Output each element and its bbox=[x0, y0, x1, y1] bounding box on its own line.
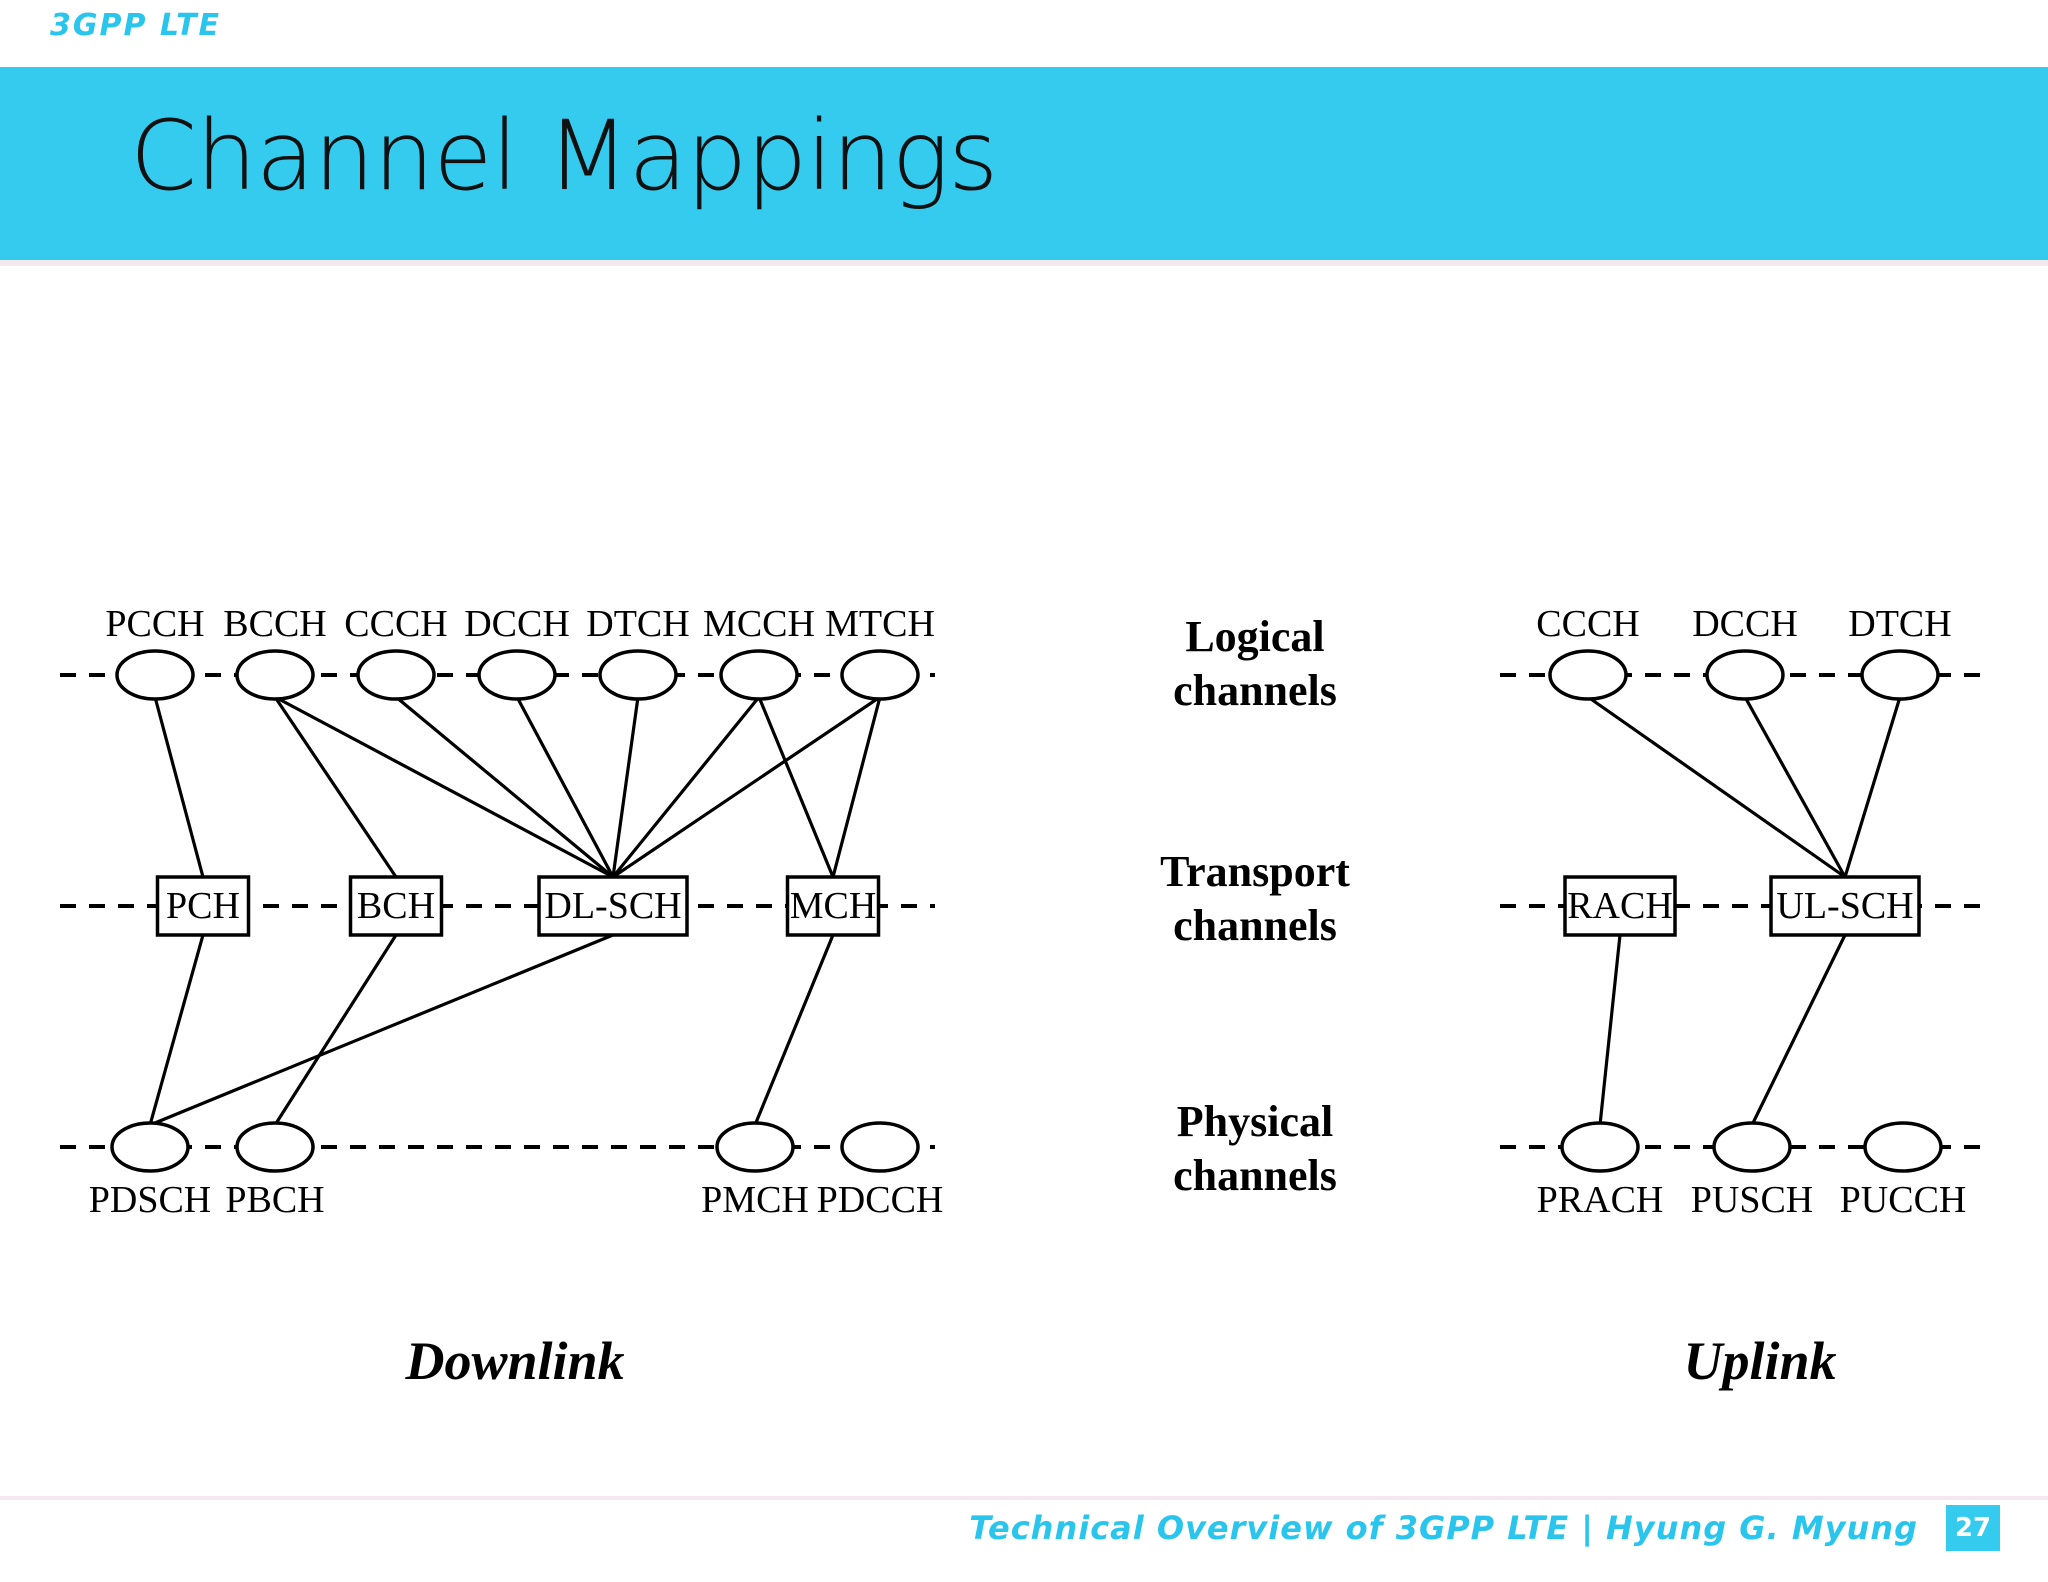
edge-bcch-dl-sch bbox=[274, 695, 614, 879]
channel-label-dcch: DCCH bbox=[464, 603, 570, 645]
edge-bcch-bch bbox=[273, 696, 398, 878]
channel-label-bcch: BCCH bbox=[223, 603, 327, 645]
channel-node-dcch[interactable] bbox=[1705, 649, 1785, 701]
slide-brand: 3GPP LTE bbox=[50, 8, 222, 43]
channel-node-pdsch[interactable] bbox=[110, 1121, 190, 1173]
channel-node-pcch[interactable] bbox=[115, 649, 195, 701]
channel-label-pucch: PUCCH bbox=[1839, 1179, 1967, 1221]
transport-node-mch[interactable] bbox=[785, 875, 881, 937]
channel-node-dtch[interactable] bbox=[1860, 649, 1940, 701]
channel-node-pdcch[interactable] bbox=[840, 1121, 920, 1173]
channel-label-ccch: CCCH bbox=[1536, 603, 1640, 645]
channel-label-dtch: DTCH bbox=[1848, 603, 1952, 645]
channel-node-dcch[interactable] bbox=[477, 649, 557, 701]
transport-label-bch: BCH bbox=[356, 885, 436, 927]
channel-label-mcch: MCCH bbox=[703, 603, 815, 645]
channel-label-pcch: PCCH bbox=[105, 603, 205, 645]
transport-node-pch[interactable] bbox=[155, 875, 251, 937]
edge-mcch-dl-sch bbox=[611, 695, 761, 879]
channel-label-dtch: DTCH bbox=[586, 603, 690, 645]
page-title: Channel Mappings bbox=[130, 100, 998, 212]
channel-label-pdcch: PDCCH bbox=[816, 1179, 944, 1221]
transport-label-rach: RACH bbox=[1567, 885, 1673, 927]
tier-label-physical: Physical channels bbox=[1090, 1095, 1420, 1203]
edge-dl-sch-pdsch bbox=[149, 933, 614, 1127]
tier-physical-line2: channels bbox=[1173, 1151, 1337, 1200]
tier-physical-line1: Physical bbox=[1176, 1097, 1334, 1146]
edge-ul-rach-prach bbox=[1598, 934, 1622, 1126]
edge-mcch-mch bbox=[757, 696, 835, 878]
channel-node-dtch[interactable] bbox=[598, 649, 678, 701]
channel-node-ccch[interactable] bbox=[1548, 649, 1628, 701]
edge-ul-dcch-ul-sch bbox=[1743, 696, 1847, 878]
edge-ul-ccch-ul-sch bbox=[1587, 695, 1846, 879]
edge-pcch-pch bbox=[153, 696, 205, 878]
transport-node-rach[interactable] bbox=[1563, 875, 1677, 937]
channel-node-pucch[interactable] bbox=[1863, 1121, 1943, 1173]
title-underline bbox=[0, 260, 2048, 266]
channel-node-mcch[interactable] bbox=[719, 649, 799, 701]
edge-mch-pmch bbox=[753, 934, 835, 1126]
channel-label-pmch: PMCH bbox=[701, 1179, 809, 1221]
footer-credit: Technical Overview of 3GPP LTE | Hyung G… bbox=[969, 1509, 1918, 1547]
channel-label-prach: PRACH bbox=[1536, 1179, 1664, 1221]
transport-label-dl-sch: DL-SCH bbox=[544, 885, 682, 927]
tier-transport-line1: Transport bbox=[1160, 847, 1350, 896]
edge-pch-pdsch bbox=[148, 934, 205, 1126]
channel-node-bcch[interactable] bbox=[235, 649, 315, 701]
channel-label-dcch: DCCH bbox=[1692, 603, 1798, 645]
channel-label-ccch: CCCH bbox=[344, 603, 448, 645]
page-number-badge: 27 bbox=[1946, 1505, 2000, 1551]
edge-bch-pbch bbox=[273, 934, 398, 1126]
tier-label-logical: Logical channels bbox=[1090, 610, 1420, 718]
edge-dcch-dl-sch bbox=[515, 696, 615, 878]
channel-label-pbch: PBCH bbox=[225, 1179, 325, 1221]
edge-mtch-dl-sch bbox=[612, 695, 881, 879]
transport-label-pch: PCH bbox=[166, 885, 240, 927]
channel-label-pusch: PUSCH bbox=[1690, 1179, 1814, 1221]
tier-logical-line2: channels bbox=[1173, 666, 1337, 715]
channel-node-pbch[interactable] bbox=[235, 1121, 315, 1173]
edge-ccch-dl-sch bbox=[394, 695, 615, 879]
edge-ul-ul-sch-pusch bbox=[1750, 934, 1847, 1126]
channel-node-mtch[interactable] bbox=[840, 649, 920, 701]
channel-node-pusch[interactable] bbox=[1712, 1121, 1792, 1173]
channel-node-ccch[interactable] bbox=[356, 649, 436, 701]
transport-node-ul-sch[interactable] bbox=[1769, 875, 1921, 937]
channel-node-prach[interactable] bbox=[1560, 1121, 1640, 1173]
transport-label-ul-sch: UL-SCH bbox=[1776, 885, 1914, 927]
edge-dtch-dl-sch bbox=[611, 696, 640, 878]
transport-label-mch: MCH bbox=[789, 885, 877, 927]
channel-node-pmch[interactable] bbox=[715, 1121, 795, 1173]
channel-label-mtch: MTCH bbox=[825, 603, 935, 645]
tier-label-transport: Transport channels bbox=[1090, 845, 1420, 953]
footer-divider bbox=[0, 1496, 2048, 1500]
section-caption-downlink: Downlink bbox=[405, 1331, 625, 1391]
transport-node-bch[interactable] bbox=[348, 875, 444, 937]
section-caption-uplink: Uplink bbox=[1683, 1331, 1837, 1391]
tier-logical-line1: Logical bbox=[1185, 612, 1325, 661]
transport-node-dl-sch[interactable] bbox=[537, 875, 689, 937]
channel-label-pdsch: PDSCH bbox=[88, 1179, 212, 1221]
edge-ul-dtch-ul-sch bbox=[1843, 696, 1902, 878]
title-band bbox=[0, 67, 2048, 260]
tier-transport-line2: channels bbox=[1173, 901, 1337, 950]
edge-mtch-mch bbox=[831, 696, 882, 878]
